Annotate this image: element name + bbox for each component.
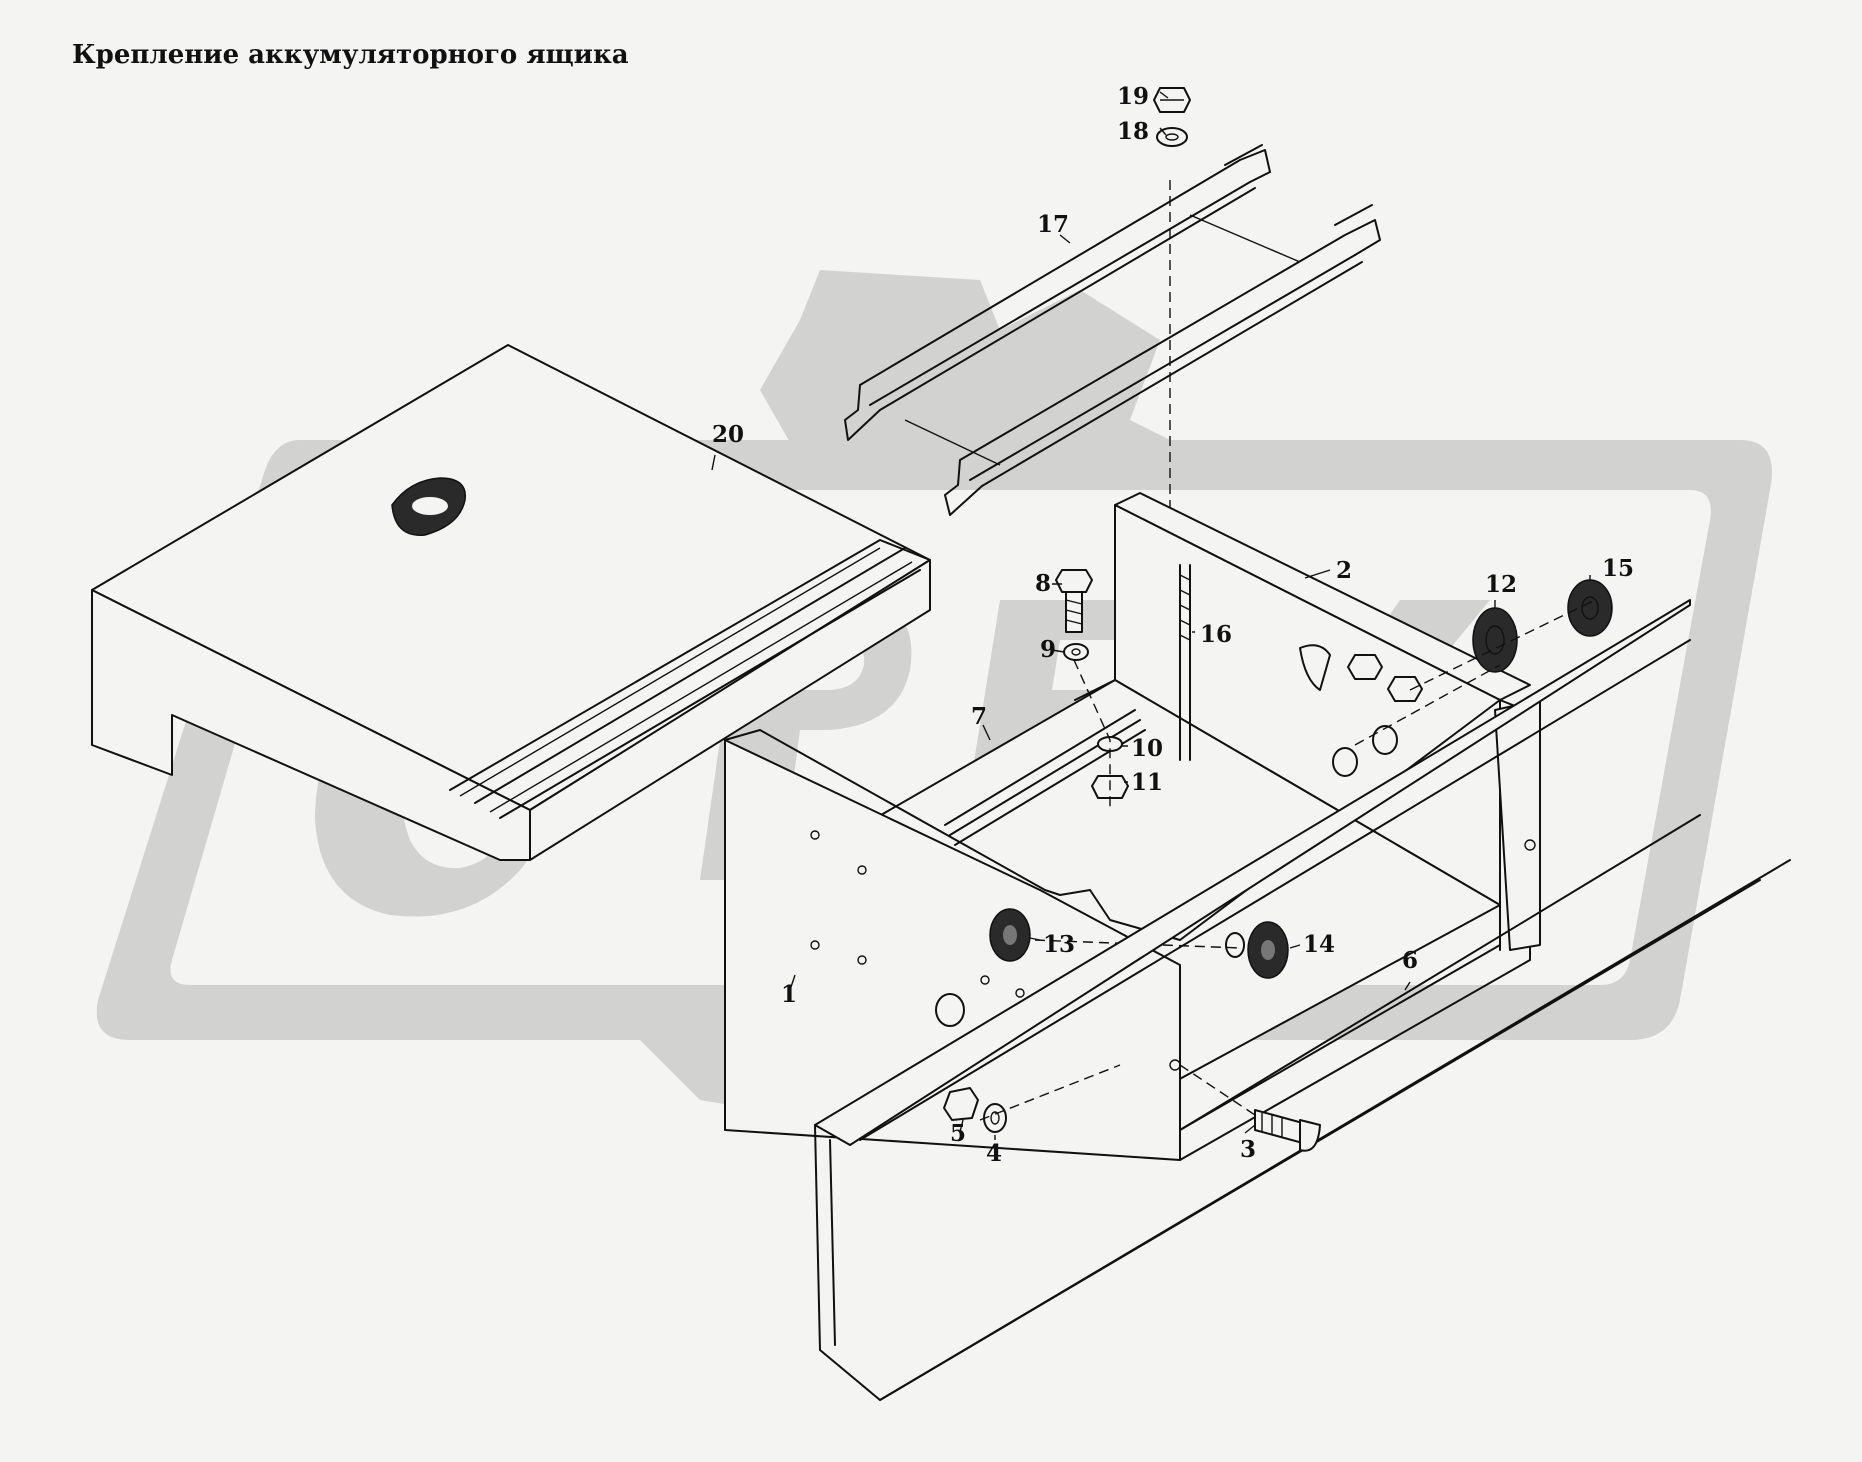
- washer-9: [1063, 643, 1089, 661]
- label-6: 6: [1402, 947, 1418, 974]
- label-18: 18: [1117, 118, 1149, 145]
- bushing-14: [1247, 921, 1289, 979]
- label-10: 10: [1131, 735, 1163, 762]
- label-19: 19: [1117, 83, 1149, 110]
- nut-5: [943, 1087, 979, 1121]
- label-11: 11: [1131, 769, 1163, 796]
- bushing-13: [989, 908, 1031, 962]
- bolt-8: [1055, 569, 1093, 633]
- label-5: 5: [950, 1120, 966, 1147]
- label-7: 7: [971, 703, 987, 730]
- label-12: 12: [1485, 571, 1517, 598]
- label-1: 1: [781, 981, 797, 1008]
- washer-4: [983, 1103, 1007, 1133]
- label-17: 17: [1037, 211, 1069, 238]
- label-2: 2: [1336, 557, 1352, 584]
- rod-16: [1179, 564, 1191, 761]
- nut-19: [1153, 87, 1191, 113]
- page-title: Крепление аккумуляторного ящика: [72, 40, 629, 70]
- label-14: 14: [1303, 931, 1335, 958]
- bolt-3: [1254, 1109, 1321, 1152]
- label-16: 16: [1200, 621, 1232, 648]
- battery-box-tray-2: [724, 492, 1541, 1161]
- part-labels: 1 2 3 4 5 6 7 8 9 10 11 12 13 14 15 16 1…: [712, 83, 1634, 1167]
- bushing-15: [1567, 579, 1613, 637]
- battery-box-cover-20: [91, 344, 931, 861]
- label-20: 20: [712, 421, 744, 448]
- leader-lines: [711, 91, 1591, 1140]
- frame-member-6: [814, 599, 1791, 1401]
- label-3: 3: [1240, 1136, 1256, 1163]
- tray-nuts: [1225, 644, 1423, 958]
- mounting-holes: [810, 830, 1536, 1071]
- label-13: 13: [1043, 931, 1075, 958]
- clamp-frame-17: [844, 144, 1381, 640]
- label-8: 8: [1035, 570, 1051, 597]
- label-4: 4: [986, 1140, 1002, 1167]
- bushing-12: [1472, 607, 1518, 673]
- label-9: 9: [1040, 636, 1056, 663]
- label-15: 15: [1602, 555, 1634, 582]
- handle-icon: [391, 477, 467, 536]
